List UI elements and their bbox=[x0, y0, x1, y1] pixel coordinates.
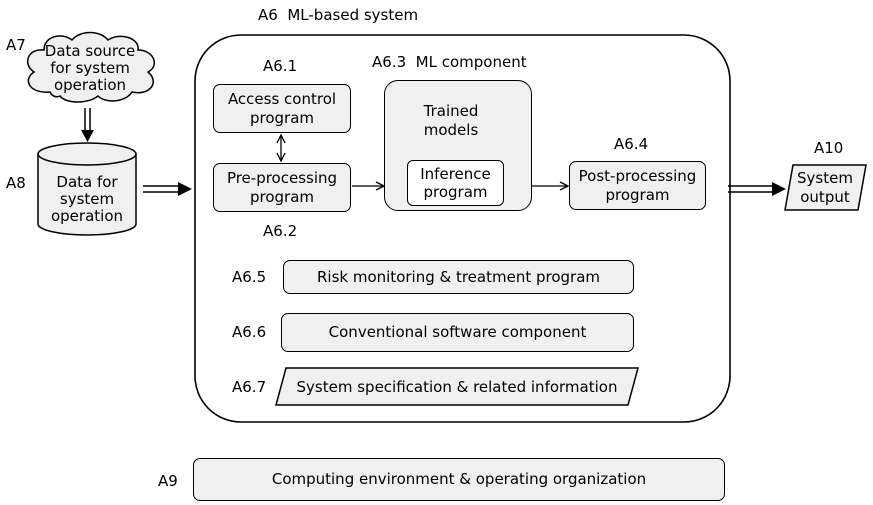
data-store-cylinder bbox=[37, 142, 137, 236]
postprocessing-box: Post-processing program bbox=[569, 161, 706, 210]
data-source-line: Data source bbox=[44, 41, 136, 60]
access-control-line: program bbox=[249, 108, 315, 127]
access-control-box: Access control program bbox=[213, 84, 351, 133]
computing-env-id: A9 bbox=[158, 472, 178, 490]
data-store-line: system bbox=[59, 189, 115, 208]
specification-text: System specification & related informati… bbox=[278, 368, 636, 405]
specification-label: System specification & related informati… bbox=[296, 377, 618, 396]
risk-monitoring-box: Risk monitoring & treatment program bbox=[283, 260, 634, 294]
data-store-id: A8 bbox=[6, 174, 26, 192]
specification-shape bbox=[275, 367, 639, 406]
data-source-cloud bbox=[26, 31, 156, 103]
system-to-output-arrow bbox=[728, 182, 786, 196]
preprocessing-line: Pre-processing bbox=[226, 168, 338, 187]
risk-monitoring-id: A6.5 bbox=[232, 268, 267, 286]
trained-models-line: Trained bbox=[423, 102, 479, 120]
store-to-system-arrow bbox=[143, 182, 192, 196]
source-to-store-arrow bbox=[81, 108, 94, 142]
postprocessing-id: A6.4 bbox=[614, 135, 649, 153]
inference-program-box: Inference program bbox=[407, 160, 504, 206]
data-store-line: operation bbox=[50, 206, 124, 225]
data-store-text: Data for system operation bbox=[40, 170, 134, 228]
data-source-id: A7 bbox=[6, 36, 26, 54]
specification-id: A6.7 bbox=[232, 378, 267, 396]
computing-env-label: Computing environment & operating organi… bbox=[271, 470, 647, 488]
system-output-id: A10 bbox=[814, 139, 844, 157]
system-output-line: output bbox=[800, 188, 850, 206]
system-output-text: System output bbox=[787, 167, 863, 209]
computing-env-box: Computing environment & operating organi… bbox=[193, 458, 725, 501]
data-source-line: operation bbox=[53, 75, 127, 94]
risk-monitoring-label: Risk monitoring & treatment program bbox=[316, 267, 601, 286]
trained-models-text: Trained models bbox=[404, 99, 498, 143]
conventional-label: Conventional software component bbox=[328, 323, 587, 341]
inference-line: Inference bbox=[420, 165, 491, 183]
access-control-line: Access control bbox=[227, 89, 337, 108]
postprocessing-line: Post-processing bbox=[578, 166, 697, 185]
ml-component-title-text: ML component bbox=[415, 53, 527, 71]
data-source-line: for system bbox=[50, 58, 130, 77]
system-title-text: ML-based system bbox=[287, 6, 419, 24]
postprocessing-line: program bbox=[605, 185, 670, 204]
data-source-text: Data source for system operation bbox=[40, 36, 140, 100]
preprocessing-line: program bbox=[249, 187, 315, 206]
conventional-box: Conventional software component bbox=[281, 313, 634, 352]
ml-component-id: A6.3 bbox=[372, 53, 407, 71]
trained-models-line: models bbox=[423, 121, 479, 139]
access-control-id: A6.1 bbox=[263, 57, 298, 75]
ml-component-title: A6.3 ML component bbox=[372, 53, 527, 71]
system-output-line: System bbox=[797, 169, 853, 187]
data-store-line: Data for bbox=[56, 172, 118, 191]
system-output-shape bbox=[784, 164, 867, 211]
preprocessing-id: A6.2 bbox=[263, 222, 298, 240]
inference-line: program bbox=[423, 183, 488, 201]
system-title: A6 ML-based system bbox=[258, 6, 418, 24]
conventional-id: A6.6 bbox=[232, 323, 267, 341]
preprocessing-box: Pre-processing program bbox=[213, 163, 351, 212]
system-id: A6 bbox=[258, 6, 278, 24]
